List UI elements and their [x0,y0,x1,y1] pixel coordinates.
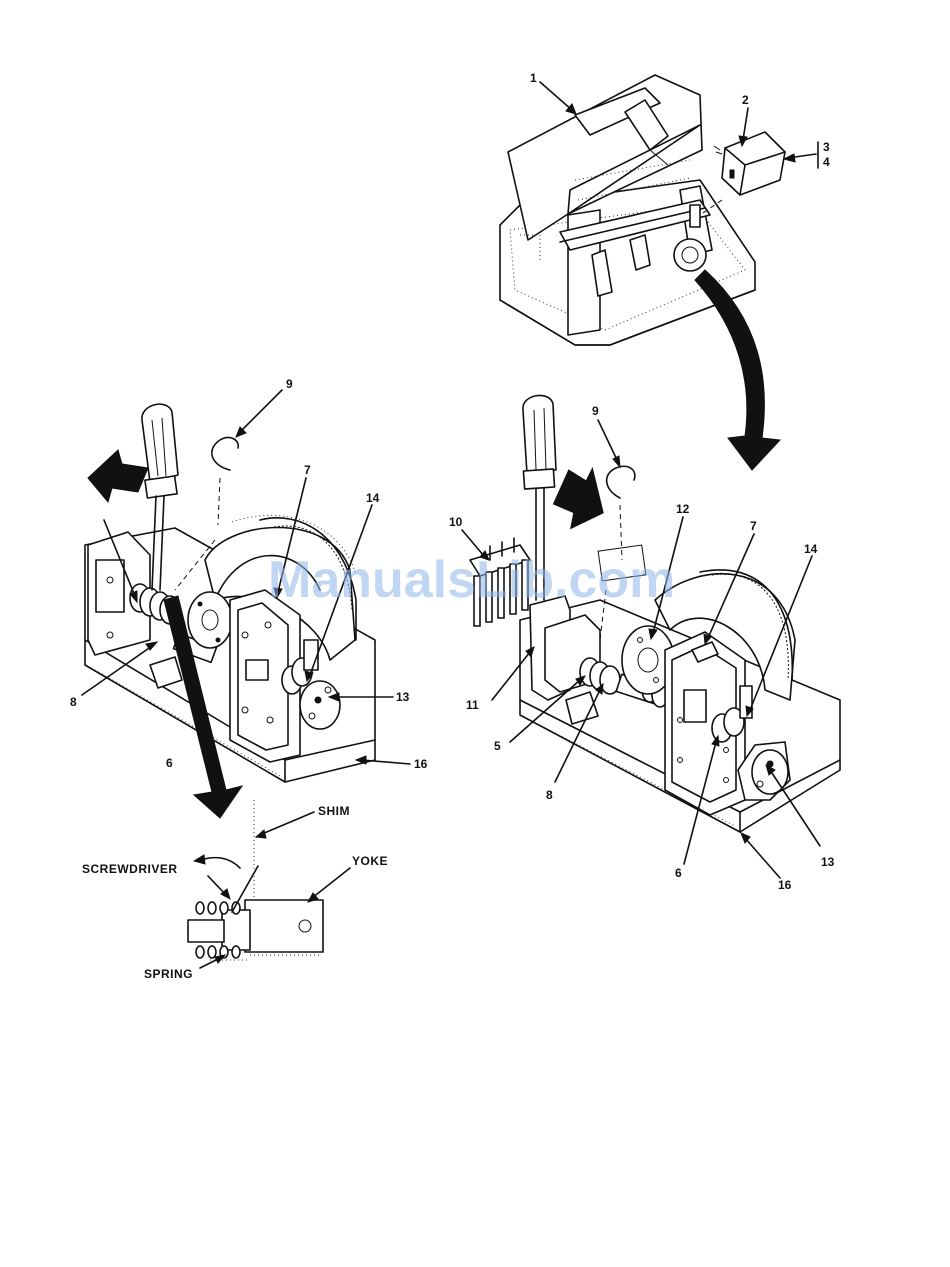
label-screwdriver: SCREWDRIVER [82,862,178,876]
callout-r7: 7 [750,519,757,533]
callout-r6: 6 [675,866,682,880]
callout-r12: 12 [676,502,690,516]
callout-l7: 7 [304,463,311,477]
direction-arrow-right [548,460,615,536]
shim-yoke-detail [188,800,323,960]
callout-1: 1 [530,71,537,85]
callout-2: 2 [742,93,749,107]
callout-l6: 6 [166,756,173,770]
label-shim: SHIM [318,804,350,818]
callout-r8: 8 [546,788,553,802]
callout-r11: 11 [466,698,479,712]
callout-r14: 14 [804,542,818,556]
direction-arrow-left [88,450,148,502]
callout-l13: 13 [396,690,410,704]
callout-r16: 16 [778,878,792,892]
callout-r10: 10 [449,515,463,529]
label-spring: SPRING [144,967,193,981]
callout-l8: 8 [70,695,77,709]
callout-r9: 9 [592,404,599,418]
callout-3: 3 [823,140,830,154]
callout-l9: 9 [286,377,293,391]
callout-r5: 5 [494,739,501,753]
callout-r13: 13 [821,855,835,869]
cartridge-part [714,132,785,195]
callout-l14: 14 [366,491,380,505]
callout-l16: 16 [414,757,428,771]
label-yoke: YOKE [352,854,388,868]
callout-4: 4 [823,155,830,169]
watermark-text: ManualsLib.com [268,551,675,609]
